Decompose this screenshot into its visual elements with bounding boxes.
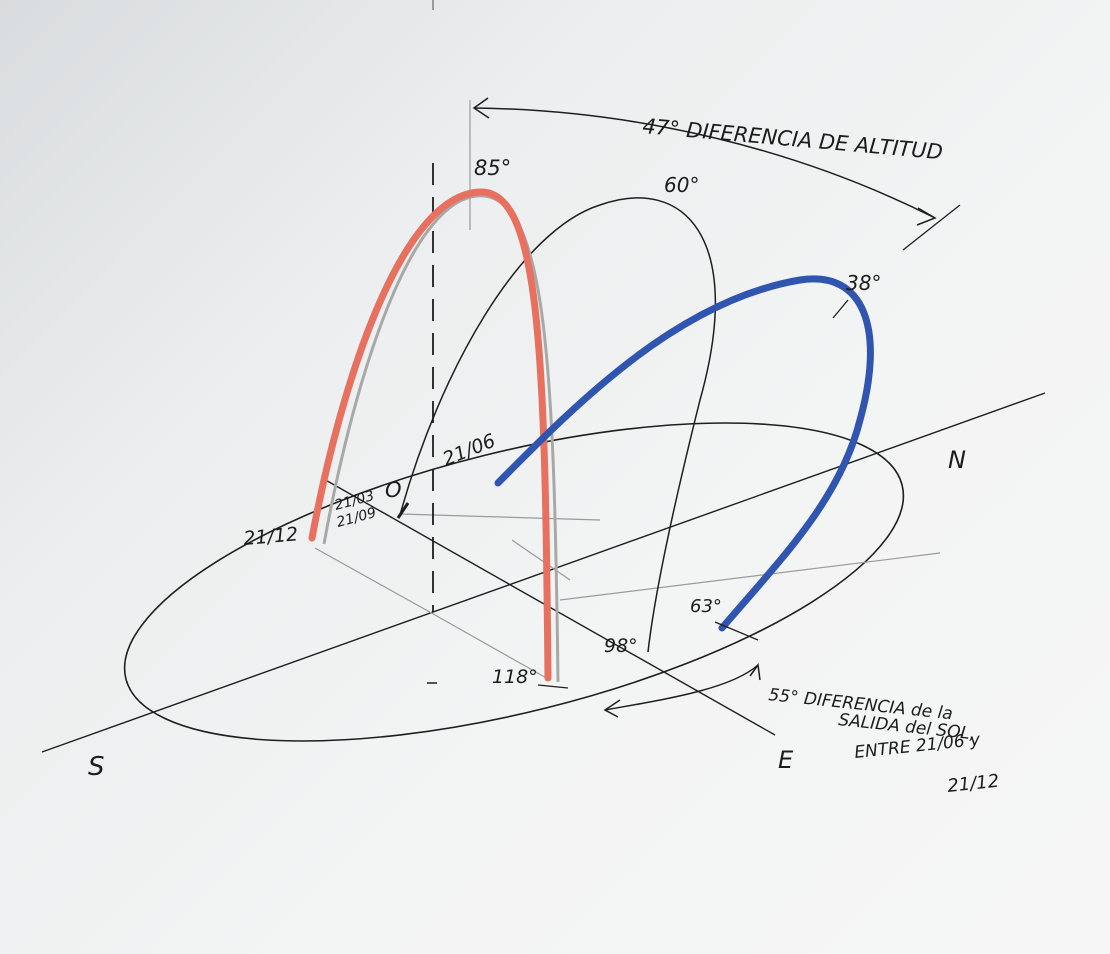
- summer-peak-label: 38°: [846, 271, 881, 295]
- winter-peak-label: 85°: [474, 156, 511, 180]
- summer-peak-tick: [832, 299, 849, 319]
- summer-peak-guide: [902, 204, 961, 251]
- sunrise-difference-arrow: [604, 664, 759, 711]
- sunrise-arrowhead-right: [749, 663, 761, 681]
- east-label: E: [778, 746, 794, 774]
- altitude-difference-label: 47° DIFERENCIA DE ALTITUD: [642, 114, 944, 164]
- summer-date-label: 21/06: [440, 430, 499, 471]
- equinox-sunrise-azimuth-label: 98°: [604, 635, 638, 657]
- altitude-arrowhead-left: [472, 97, 490, 119]
- origin-label: O: [385, 478, 402, 502]
- horizon-ellipse: [123, 422, 905, 742]
- summer-sunrise-tick: [714, 621, 759, 641]
- south-label: S: [88, 752, 105, 782]
- equinox-peak-label: 60°: [664, 173, 699, 197]
- winter-sun-path: [308, 188, 552, 682]
- sunrise-arrowhead-left: [603, 699, 621, 718]
- north-label: N: [948, 446, 966, 474]
- sunrise-difference-line-4: 21/12: [946, 771, 1000, 797]
- pencil-construction-lines: [314, 100, 941, 681]
- summer-sun-path: [494, 275, 874, 632]
- altitude-arrowhead-right: [916, 207, 937, 226]
- winter-sunrise-azimuth-label: 118°: [492, 666, 538, 688]
- altitude-difference-arrow: [473, 107, 936, 219]
- winter-foot-tick: [537, 684, 569, 689]
- equinox-sun-path: [399, 197, 716, 653]
- summer-sunrise-azimuth-label: 63°: [690, 596, 722, 617]
- winter-date-label: 21/12: [243, 523, 299, 550]
- origin-mark: [396, 502, 410, 519]
